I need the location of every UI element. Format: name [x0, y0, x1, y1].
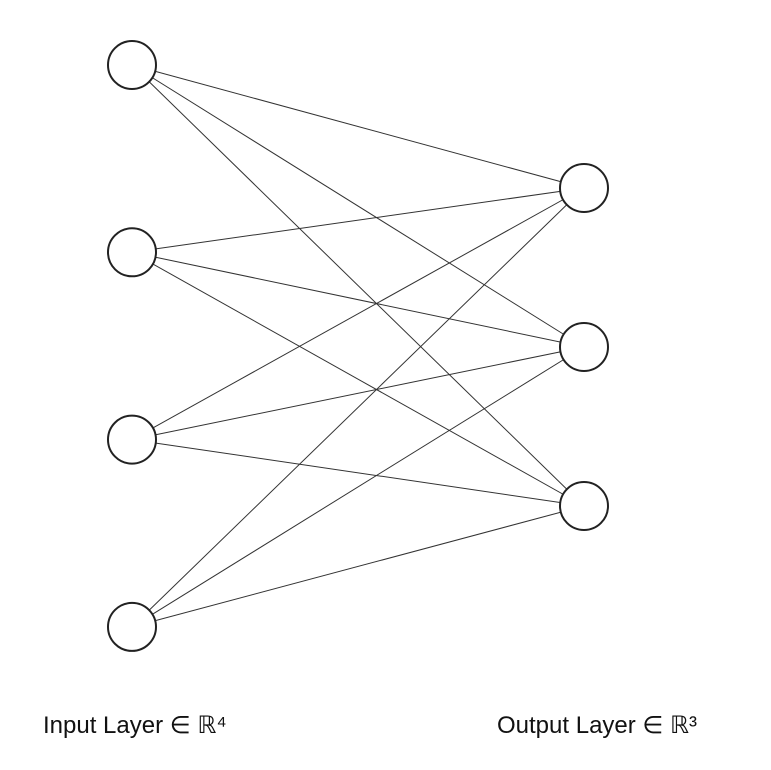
connection-line-1-1	[131, 64, 585, 189]
input-node-2	[107, 227, 157, 278]
connection-line-4-3	[131, 505, 585, 628]
connection-line-1-2	[131, 64, 585, 348]
connection-line-2-1	[131, 187, 585, 253]
nodes-group	[107, 40, 609, 652]
input-layer-label: Input Layer ∈ ℝ⁴	[43, 712, 227, 739]
input-node-3	[107, 414, 157, 465]
connection-line-3-3	[131, 439, 585, 507]
output-layer-label: Output Layer ∈ ℝ³	[497, 712, 697, 739]
output-node-3	[559, 481, 609, 531]
output-node-1	[559, 163, 609, 213]
input-node-1	[107, 40, 157, 90]
connection-line-1-3	[131, 64, 585, 507]
connections-group	[131, 64, 585, 628]
connection-line-4-2	[131, 346, 585, 628]
connection-line-2-3	[131, 251, 585, 507]
connection-line-3-2	[131, 346, 585, 441]
connection-line-3-1	[131, 187, 585, 441]
output-node-2	[559, 322, 609, 372]
connection-line-2-2	[131, 251, 585, 348]
input-node-4	[107, 601, 157, 652]
connection-line-4-1	[131, 187, 585, 628]
